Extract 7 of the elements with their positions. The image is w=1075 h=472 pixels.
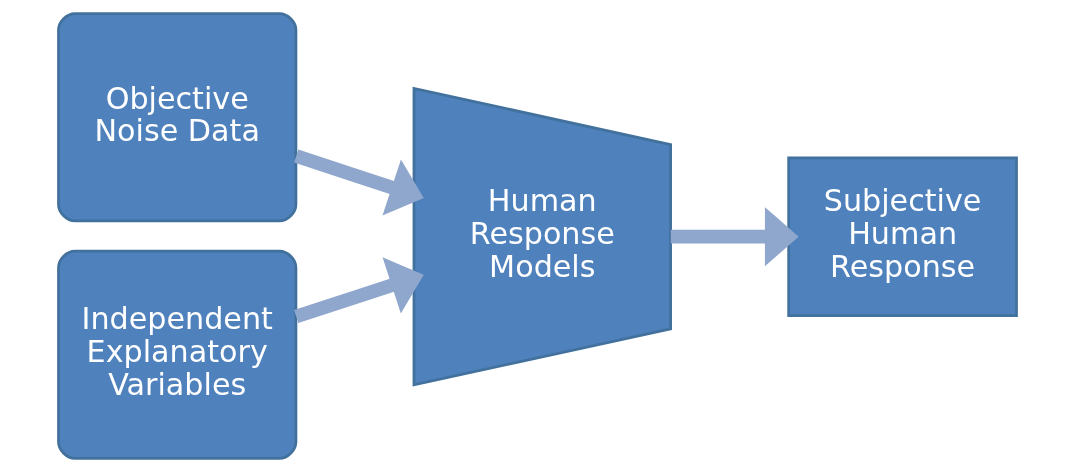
node-box: Objective Noise Data (57, 12, 298, 223)
node-box: Subjective Human Response (787, 156, 1018, 317)
node-box: Human Response Models (412, 86, 672, 387)
arrow (294, 149, 424, 216)
arrow (670, 207, 799, 267)
node-box: Independent Explanatory Variables (57, 249, 298, 460)
arrow (294, 257, 424, 323)
